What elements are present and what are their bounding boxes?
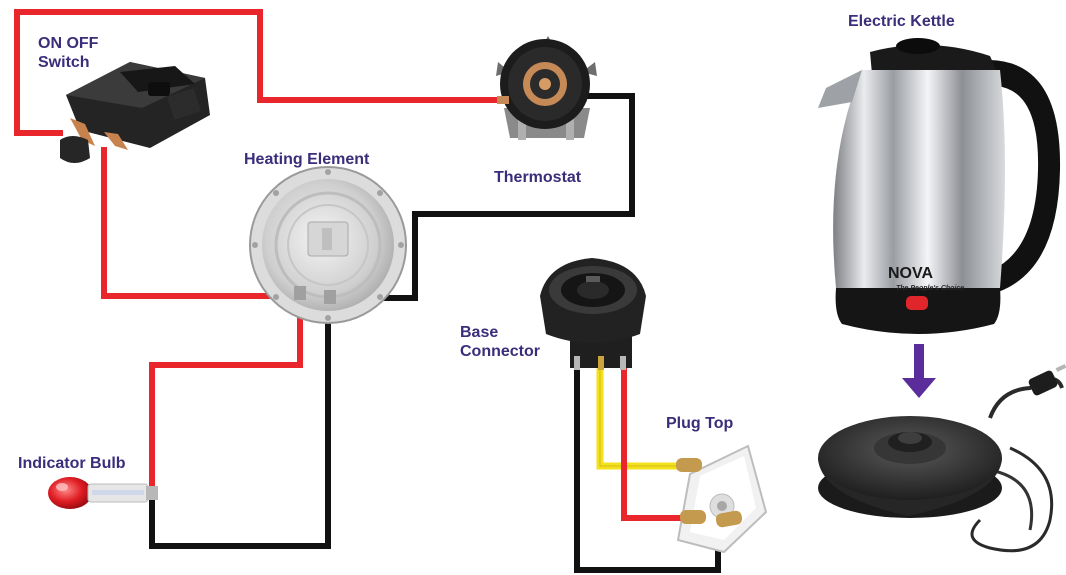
indicator-bulb-label: Indicator Bulb (18, 455, 126, 472)
heating-element-icon (249, 166, 407, 324)
switch-icon (60, 62, 210, 163)
yellow-wire-plug-outline (599, 365, 689, 467)
plug-top-label: Plug Top (666, 415, 734, 432)
black-wire-thermostat-heater (327, 93, 635, 301)
arrow-down-icon (902, 344, 936, 398)
indicator-bulb-icon (48, 477, 158, 509)
switch-label: ON OFF Switch (38, 35, 99, 71)
red-wire-switch-heater (101, 147, 303, 299)
yellow-wire-plug (596, 362, 692, 470)
black-wire-heater-bulb (149, 295, 331, 549)
kettle-base-icon (818, 364, 1066, 553)
base-connector-label: Base Connector (460, 324, 540, 360)
heating-element-label: Heating Element (244, 151, 370, 168)
thermostat-label: Thermostat (494, 169, 582, 186)
plug-top-icon (676, 444, 768, 554)
kettle-tagline: The People's Choice (896, 285, 964, 292)
thermostat-icon (496, 36, 597, 140)
base-connector-icon (540, 258, 646, 370)
kettle-label: Electric Kettle (848, 13, 955, 30)
kettle-brand: NOVA (888, 265, 933, 282)
red-wire-switch-thermostat (14, 9, 505, 136)
kettle-icon (818, 38, 1061, 334)
red-wire-plug (621, 363, 693, 521)
red-wire-heater-bulb (149, 293, 303, 491)
